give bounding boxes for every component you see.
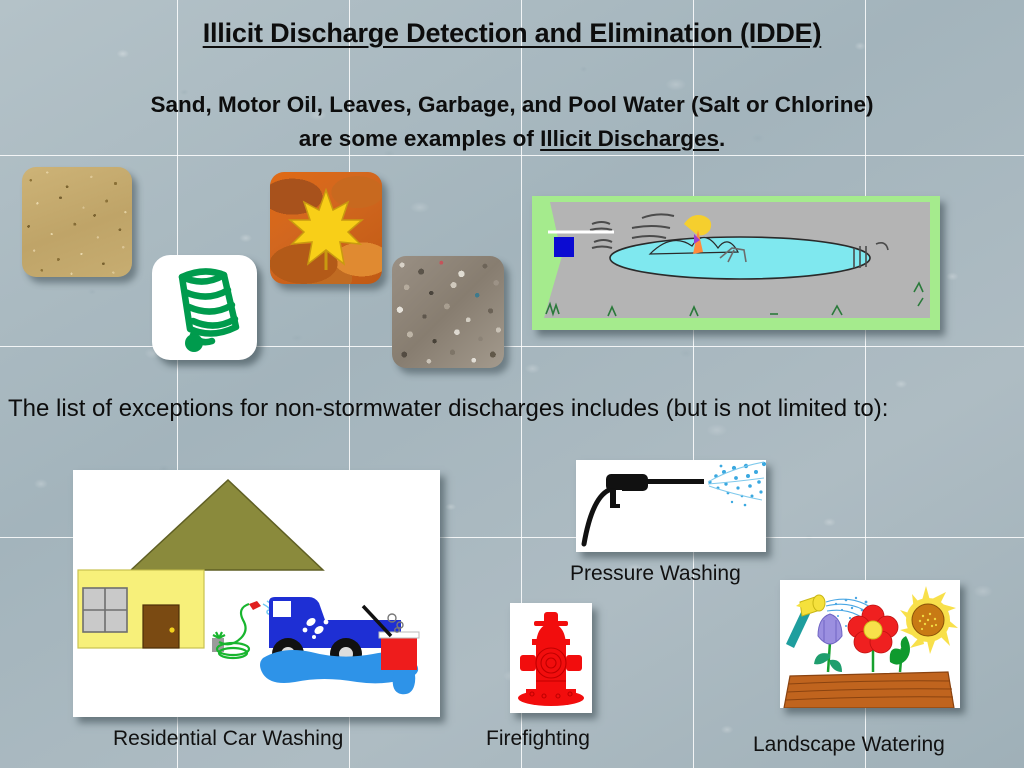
oil-drip [185, 334, 203, 352]
garden-hose [212, 602, 251, 660]
maple-leaf-icon [287, 187, 365, 270]
brush-handle [361, 604, 393, 638]
pool-ladder [719, 247, 747, 263]
door-knob [169, 627, 175, 633]
house-door [142, 604, 180, 649]
bucket [381, 636, 417, 670]
motion-lines [589, 213, 675, 249]
sunflower [900, 586, 958, 654]
example-image-motor-oil [152, 255, 257, 360]
sprinkler [786, 594, 826, 648]
spigot-box [212, 638, 224, 652]
oil-drum-icon [178, 268, 240, 352]
exception-image-landscape-watering [780, 580, 960, 709]
example-image-sand [22, 167, 132, 277]
soap-suds [302, 617, 329, 639]
tulip-flower [814, 613, 843, 673]
grass-tufts [545, 281, 924, 317]
green-leaf [889, 636, 910, 673]
car-washing-illustration [73, 470, 440, 717]
bubbles [387, 613, 404, 633]
pool-blue-marker [554, 237, 574, 257]
pool-splash [648, 236, 740, 255]
pressure-washer-illustration [576, 460, 767, 552]
water-puddle [260, 650, 419, 684]
house-roof [129, 478, 325, 571]
hydrant-nozzle-left [520, 655, 536, 671]
exception-image-firefighting [510, 603, 592, 713]
caption-landscape-watering: Landscape Watering [753, 733, 945, 756]
page-title: Illicit Discharge Detection and Eliminat… [202, 18, 822, 48]
subtitle: Sand, Motor Oil, Leaves, Garbage, and Po… [20, 88, 1004, 156]
grid-line-vertical [521, 0, 522, 768]
body-text: The list of exceptions for non-stormwate… [8, 395, 889, 422]
washer-body [606, 474, 648, 491]
exception-image-residential-car-washing [73, 470, 440, 717]
washer-hose [581, 487, 612, 547]
exception-image-pressure-washing [576, 460, 767, 552]
subtitle-line-1: Sand, Motor Oil, Leaves, Garbage, and Po… [150, 92, 874, 117]
subtitle-emphasis: Illicit Discharges [540, 126, 719, 151]
grid-line-horizontal [0, 155, 1024, 156]
hydrant-detail [529, 647, 573, 699]
caption-pressure-washing: Pressure Washing [570, 562, 741, 585]
hydrant-nozzle-right [566, 655, 582, 671]
example-image-pool-water [532, 196, 940, 330]
subtitle-line-2-suffix: . [718, 126, 726, 151]
grid-line-vertical [349, 0, 350, 768]
soil-bed [783, 671, 955, 709]
fire-hydrant-illustration [510, 603, 592, 713]
example-image-garbage [392, 256, 504, 368]
hose-nozzle [249, 601, 261, 610]
truck-window [273, 601, 291, 617]
swimming-pool-illustration [532, 196, 940, 330]
swimmer [684, 215, 712, 254]
bucket-and-brush [361, 604, 420, 670]
pool-steps [853, 242, 889, 268]
caption-residential-car-washing: Residential Car Washing [113, 727, 344, 750]
pool-water-surface [609, 236, 871, 280]
landscape-watering-illustration [780, 580, 960, 709]
washer-wand [646, 479, 704, 484]
grid-line-vertical [693, 0, 694, 768]
grid-line-horizontal [0, 537, 1024, 538]
grid-line-vertical [177, 0, 178, 768]
caption-firefighting: Firefighting [486, 727, 590, 750]
grid-line-vertical [865, 0, 866, 768]
subtitle-line-2-prefix: are some examples of [298, 126, 541, 151]
example-image-leaves [270, 172, 382, 284]
red-flower [847, 604, 899, 672]
grid-line-horizontal [0, 346, 1024, 347]
